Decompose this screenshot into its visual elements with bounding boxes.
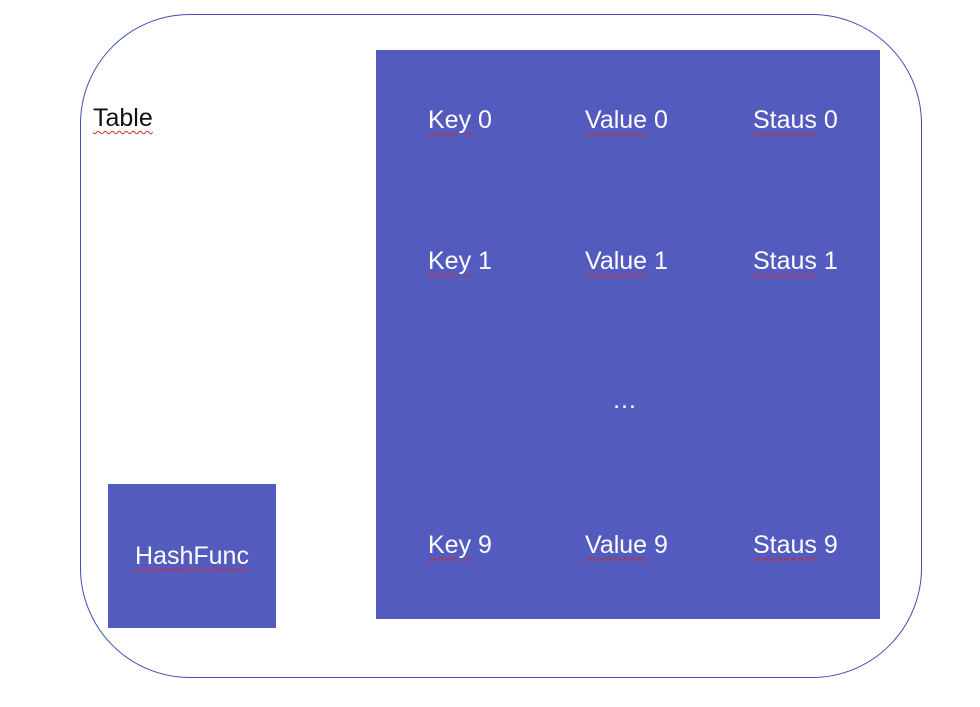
value-index: 0 bbox=[654, 106, 668, 134]
status-cell: Staus 9 bbox=[753, 533, 838, 558]
status-index: 1 bbox=[823, 247, 838, 275]
status-word: Staus bbox=[753, 531, 817, 559]
value-index: 1 bbox=[654, 247, 668, 275]
key-index: 0 bbox=[478, 106, 492, 134]
status-word: Staus bbox=[753, 106, 817, 134]
hash-func-label: HashFunc bbox=[135, 541, 249, 570]
table-label: Table bbox=[93, 104, 153, 132]
value-index: 9 bbox=[654, 531, 668, 559]
value-cell: Value 1 bbox=[585, 249, 668, 274]
value-word: Value bbox=[585, 247, 648, 275]
value-word: Value bbox=[585, 106, 648, 134]
status-cell: Staus 1 bbox=[753, 249, 838, 274]
key-word: Key bbox=[428, 106, 472, 134]
hash-table-block: Key 0 Value 0 Staus 0 Key 1 Value 1 Stau… bbox=[376, 50, 880, 619]
value-word: Value bbox=[585, 531, 648, 559]
status-cell: Staus 0 bbox=[753, 108, 838, 133]
key-cell: Key 9 bbox=[428, 533, 492, 558]
key-word: Key bbox=[428, 531, 472, 559]
status-index: 0 bbox=[823, 106, 838, 134]
status-word: Staus bbox=[753, 247, 817, 275]
hash-func-box: HashFunc bbox=[108, 484, 276, 628]
key-cell: Key 0 bbox=[428, 108, 492, 133]
rows-ellipsis: … bbox=[612, 386, 637, 414]
key-cell: Key 1 bbox=[428, 249, 492, 274]
value-cell: Value 0 bbox=[585, 108, 668, 133]
key-index: 9 bbox=[478, 531, 492, 559]
key-index: 1 bbox=[478, 247, 492, 275]
key-word: Key bbox=[428, 247, 472, 275]
status-index: 9 bbox=[823, 531, 838, 559]
value-cell: Value 9 bbox=[585, 533, 668, 558]
